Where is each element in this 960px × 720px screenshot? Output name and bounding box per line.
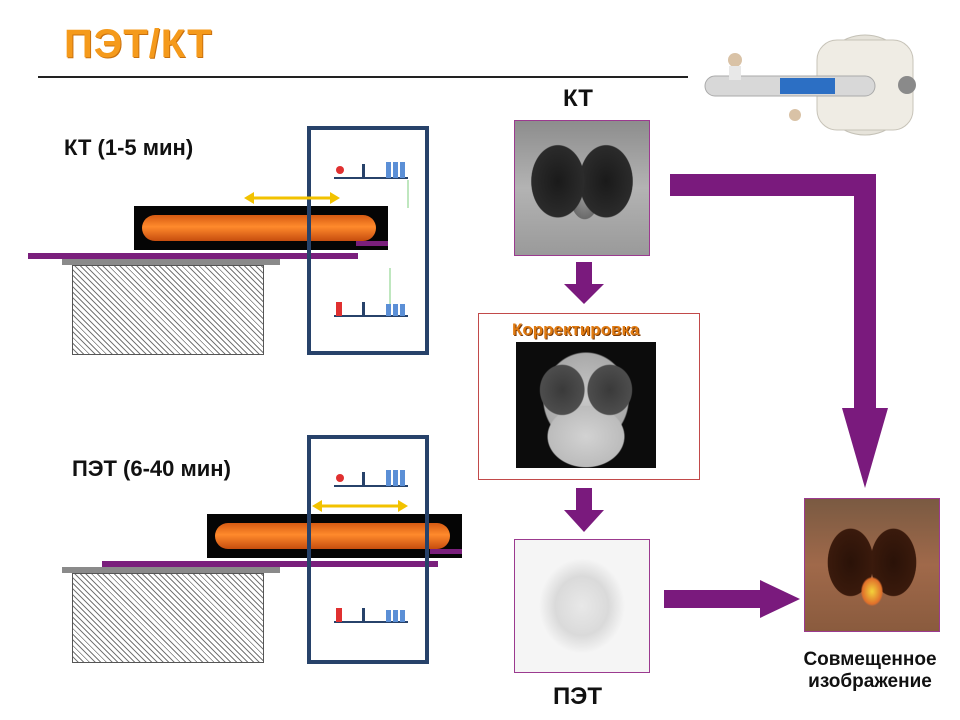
arrow-correction-to-pet [564,488,604,532]
pet-table-bed-step [430,549,462,554]
scanner-illustration [704,34,916,136]
ct-table-pedestal [72,265,264,355]
ct-table-bed-step [356,241,388,246]
ct-travel-double-arrow [244,192,340,204]
pet-table-bed [102,561,438,567]
arrow-ct-to-correction [564,262,604,304]
pet-travel-double-arrow [312,500,408,512]
fused-image [804,498,940,632]
pet-image-label: ПЭТ [553,683,602,710]
correction-panel [478,313,700,480]
arrow-ct-to-fused [670,174,888,488]
correction-image [516,342,656,468]
pet-stage-label: ПЭТ (6-40 мин) [72,456,231,481]
pet-scan-image [514,539,650,673]
ct-scanner-gantry [307,126,429,355]
pet-scanner-gantry [307,435,429,664]
pet-table-base [62,567,280,573]
page-title: ПЭТ/КТ [64,22,213,66]
pet-patient-body [207,514,462,558]
ct-table-base [62,259,280,265]
fused-image-label: Совмещенное изображение [803,649,937,692]
ct-detector-rings [334,162,409,317]
correction-label: Корректировка [512,320,640,339]
title-underline [38,76,688,78]
arrow-pet-to-fused [664,580,800,618]
pet-detector-rings [334,470,408,623]
ct-table-bed [28,253,358,259]
ct-stage-label: КТ (1-5 мин) [64,135,194,160]
ct-scan-image [514,120,650,256]
ct-image-label: КТ [563,85,593,112]
ct-patient-body [134,206,388,250]
pet-table-pedestal [72,573,264,663]
